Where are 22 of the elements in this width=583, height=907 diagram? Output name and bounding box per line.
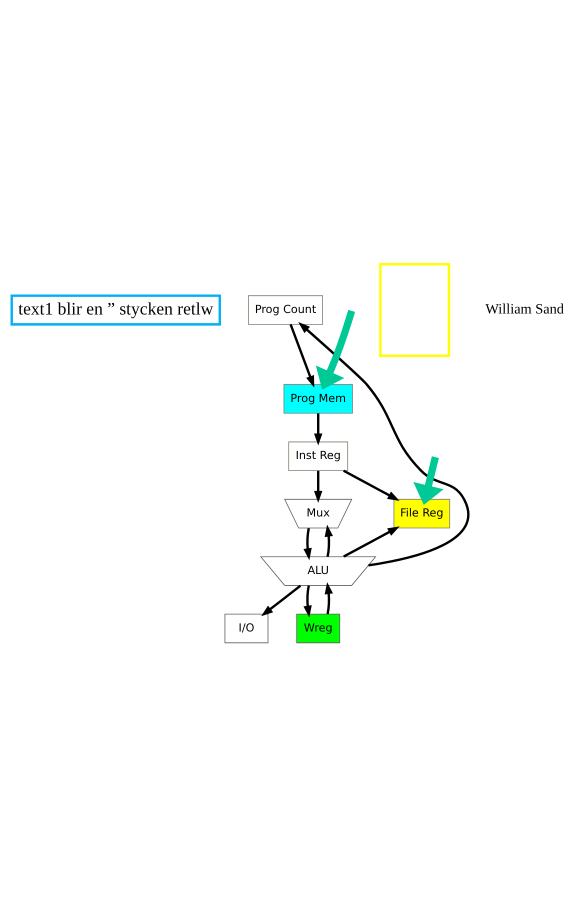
- arrow: [298, 322, 470, 566]
- arrow: [316, 310, 356, 390]
- node-box: Prog Count: [248, 295, 323, 325]
- node-box: File Reg: [394, 498, 450, 528]
- arrow: [342, 470, 400, 501]
- node-box: I/O: [224, 614, 268, 644]
- node-box: Prog Mem: [284, 384, 353, 414]
- arrow: [343, 526, 400, 558]
- arrow: [290, 324, 314, 388]
- arrow: [314, 413, 322, 446]
- label: William Sand: [485, 302, 564, 318]
- arrow: [324, 524, 333, 557]
- node-box: text1 blir en ” stycken retlw: [10, 294, 221, 326]
- arrow: [314, 470, 322, 503]
- node-box: [379, 263, 450, 358]
- arrow: [261, 584, 302, 616]
- node-box: Inst Reg: [288, 442, 348, 472]
- arrow: [303, 528, 312, 560]
- arrow: [303, 585, 312, 618]
- arrow: [413, 456, 444, 505]
- arrow: [324, 582, 333, 614]
- node-box: Wreg: [296, 614, 340, 644]
